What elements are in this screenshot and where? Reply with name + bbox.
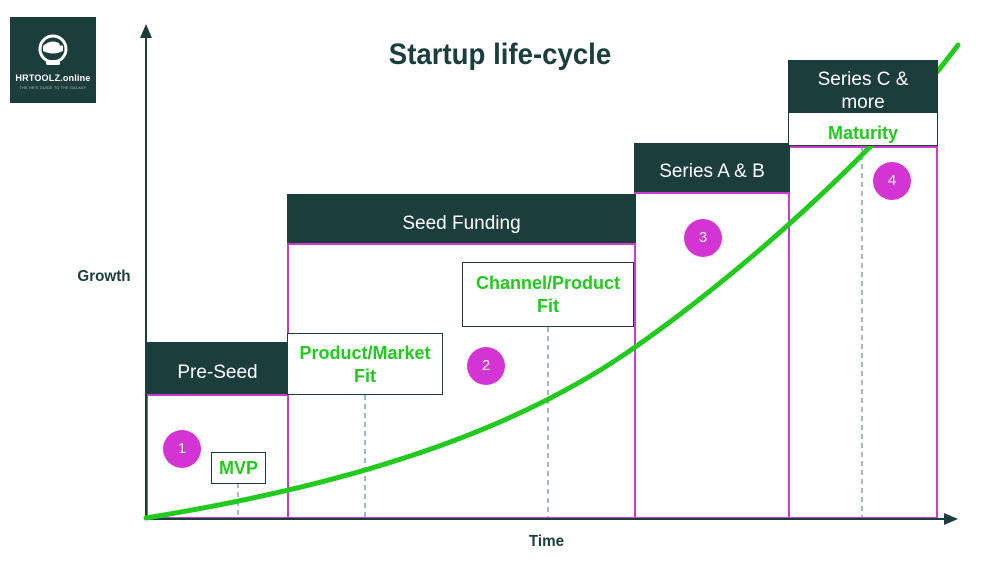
stage-header-series-ab: Series A & B bbox=[634, 143, 790, 192]
x-axis-label: Time bbox=[528, 533, 565, 550]
y-axis-label: Growth bbox=[77, 268, 131, 285]
stage-badge-1: 1 bbox=[163, 430, 201, 468]
milestone-channel-product-fit: Channel/Product Fit bbox=[462, 262, 634, 327]
stage-badge-4: 4 bbox=[873, 162, 911, 200]
milestone-product-market-fit: Product/Market Fit bbox=[287, 333, 443, 395]
stage-header-series-c-line2: more bbox=[841, 92, 885, 113]
stage-badge-3: 3 bbox=[684, 219, 722, 257]
stage-header-seed: Seed Funding bbox=[287, 194, 636, 243]
stage-header-series-c-line1: Series C & bbox=[817, 69, 909, 90]
brand-tagline: THE HR'S GUIDE TO THE GALAXY bbox=[19, 86, 87, 90]
brand-name: HRTOOLZ.online bbox=[15, 73, 91, 83]
milestone-mvp: MVP bbox=[211, 452, 266, 484]
brand-logo: HRTOOLZ.online THE HR'S GUIDE TO THE GAL… bbox=[10, 17, 96, 103]
astronaut-helmet-icon bbox=[38, 34, 68, 65]
stage-badge-2: 2 bbox=[467, 347, 505, 385]
stage-header-series-c: Series C & more bbox=[788, 60, 938, 113]
page-title: Startup life-cycle bbox=[388, 38, 612, 71]
y-axis-arrow bbox=[140, 24, 152, 38]
x-axis-arrow bbox=[944, 513, 958, 525]
growth-curve bbox=[143, 42, 961, 521]
maturity-label: Maturity bbox=[788, 112, 938, 146]
stage-header-pre-seed: Pre-Seed bbox=[146, 342, 289, 394]
